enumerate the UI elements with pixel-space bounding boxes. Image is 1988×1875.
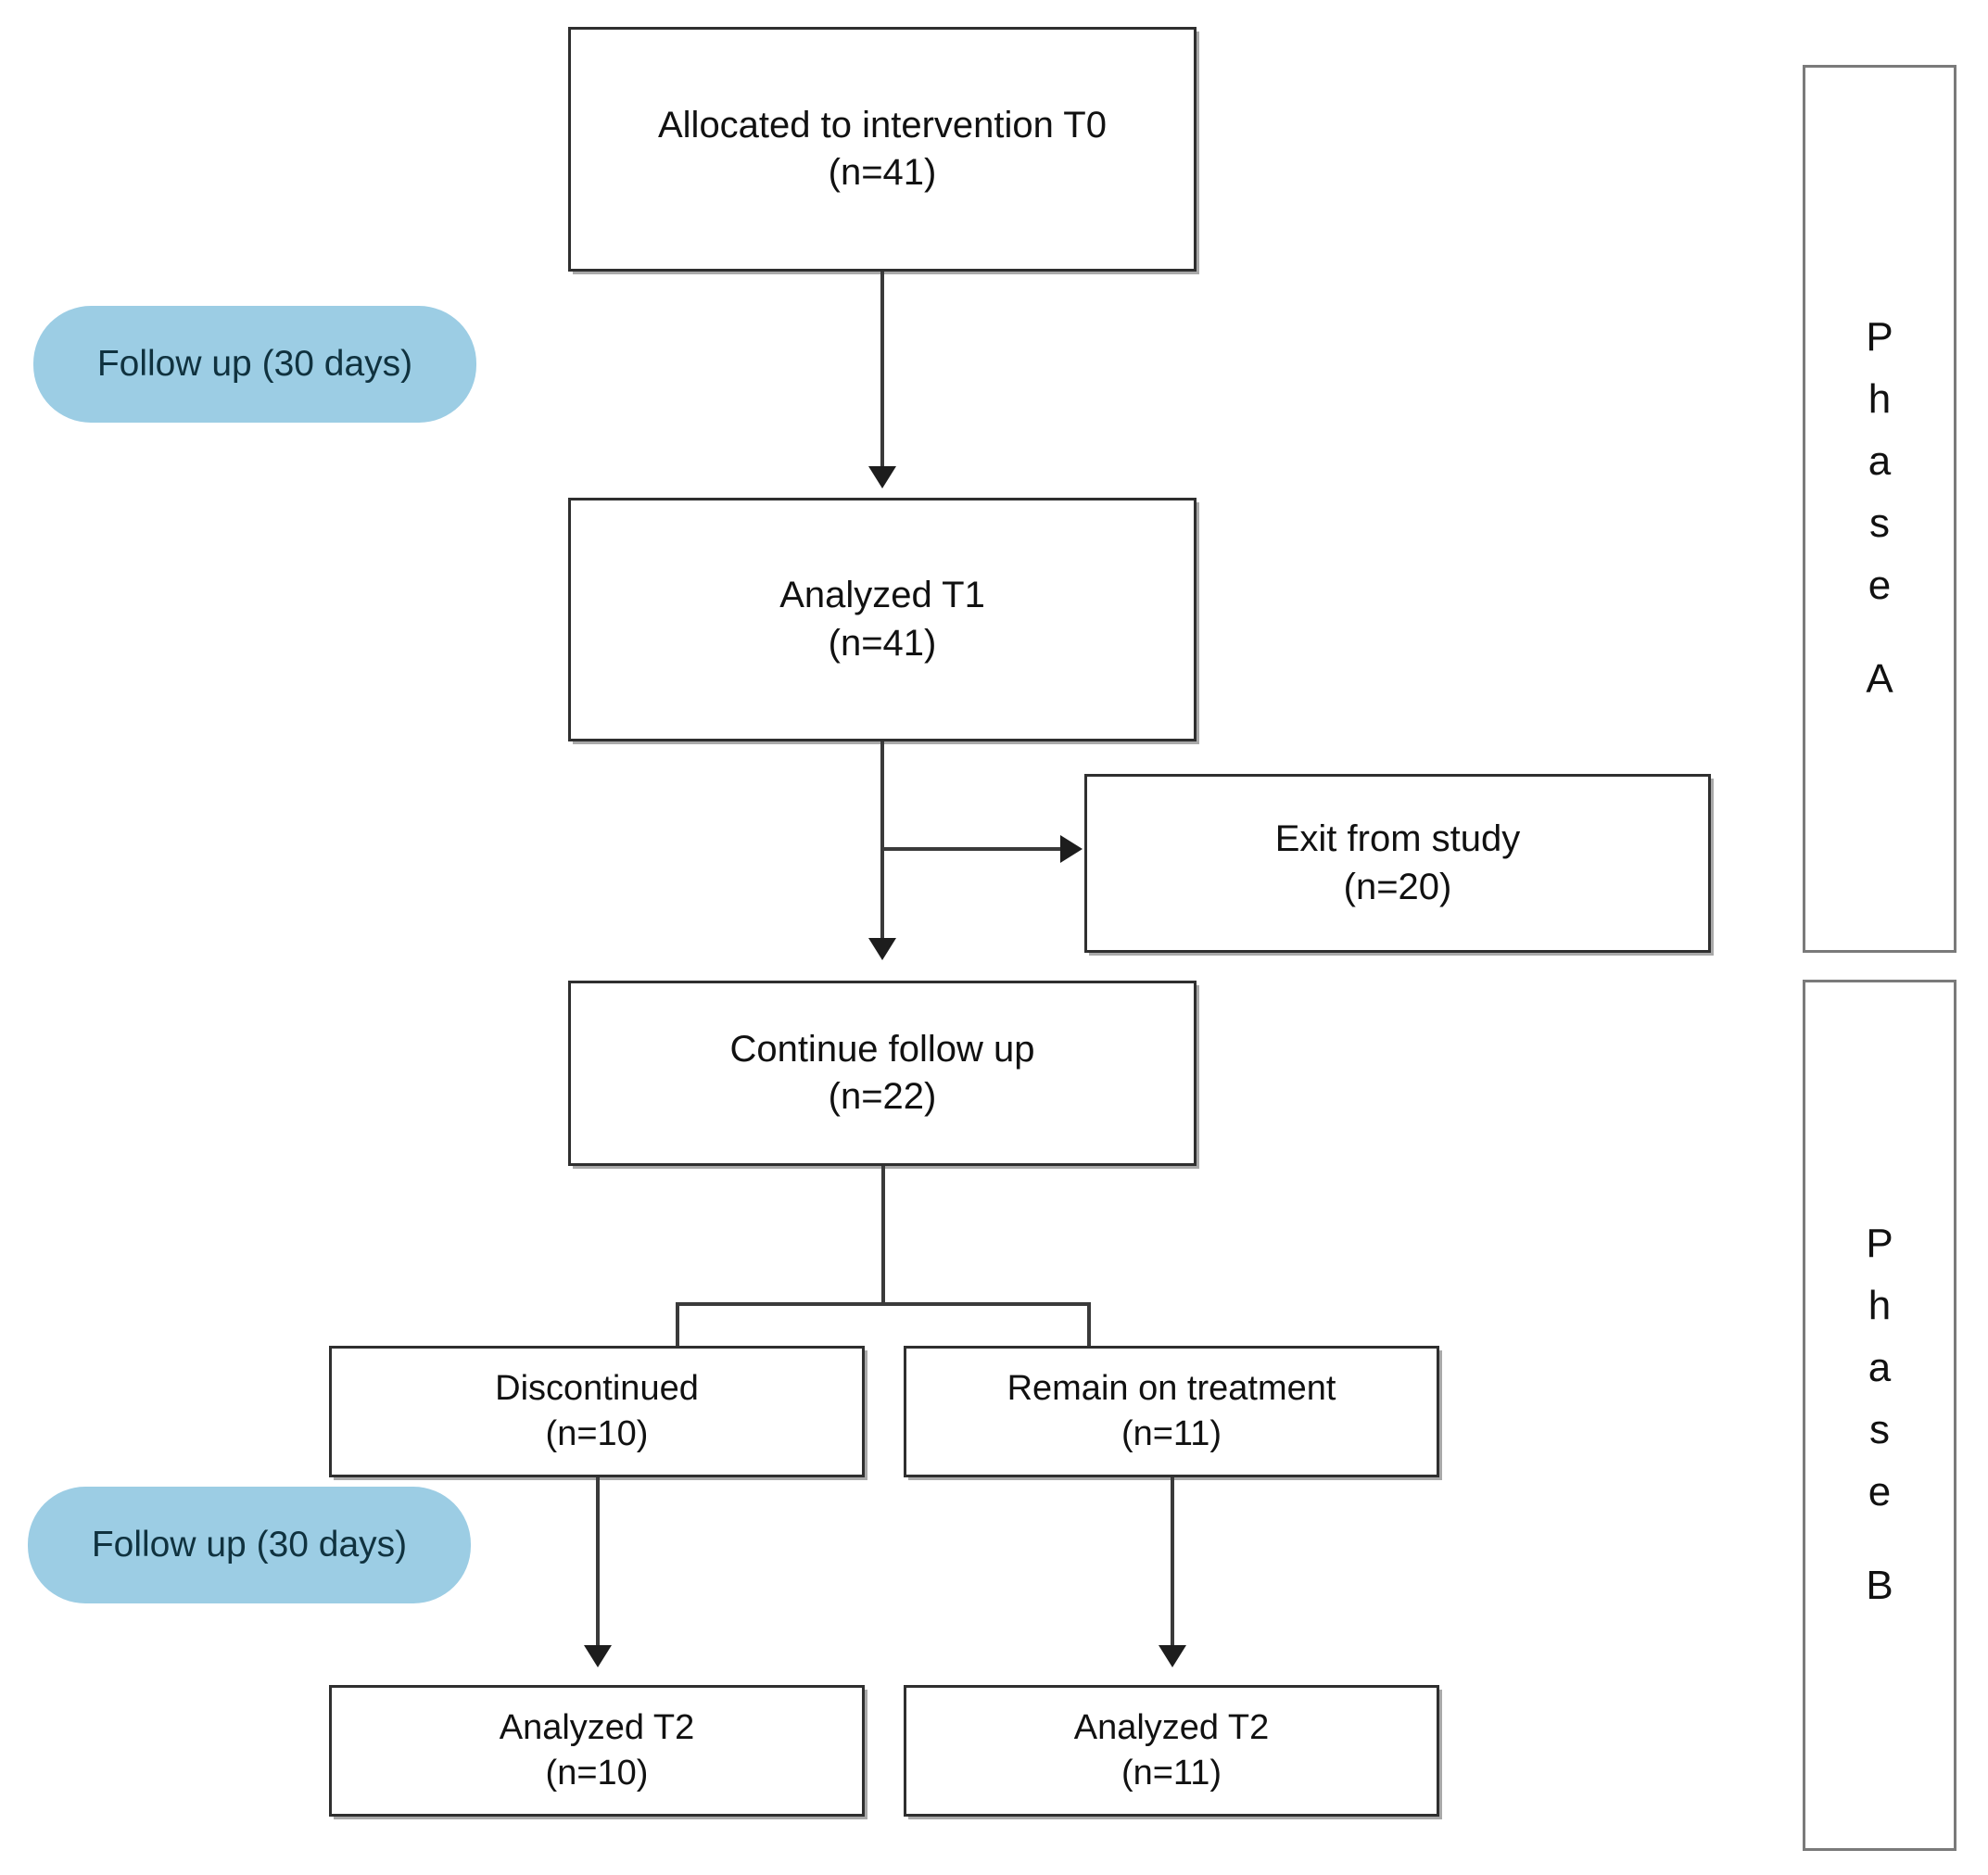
phase-b-letter-3: s: [1869, 1407, 1890, 1452]
node-continue-title: Continue follow up: [729, 1028, 1035, 1070]
node-analyzed-t1: Analyzed T1 (n=41): [568, 498, 1197, 741]
connector-split-left-drop: [676, 1302, 679, 1349]
connector-allocated-to-analyzed-t1: [880, 272, 884, 472]
arrowhead-analyzed-t1-to-continue: [868, 938, 896, 960]
node-discontinued-count: (n=10): [545, 1414, 649, 1453]
node-analyzed-t2-left: Analyzed T2 (n=10): [329, 1685, 865, 1817]
node-analyzed-t2-right-title: Analyzed T2: [1073, 1708, 1270, 1748]
connector-analyzed-t1-trunk: [880, 741, 884, 945]
node-exit-from-study: Exit from study (n=20): [1084, 774, 1711, 953]
phase-a-letter-1: h: [1868, 376, 1892, 423]
node-discontinued-title: Discontinued: [495, 1369, 699, 1409]
node-allocated-count: (n=41): [828, 152, 937, 193]
callout-follow-up-bottom: Follow up (30 days): [28, 1487, 471, 1603]
phase-a-letter-0: P: [1866, 314, 1893, 361]
connector-split-bar: [676, 1302, 1091, 1306]
node-continue-follow-up: Continue follow up (n=22): [568, 981, 1197, 1166]
callout-follow-up-top-label: Follow up (30 days): [96, 344, 413, 384]
node-analyzed-t1-title: Analyzed T1: [779, 575, 985, 616]
phase-b-letter-5: B: [1866, 1562, 1893, 1608]
node-allocated-to-intervention: Allocated to intervention T0 (n=41): [568, 27, 1197, 272]
node-analyzed-t2-right-count: (n=11): [1121, 1754, 1222, 1793]
callout-follow-up-top: Follow up (30 days): [33, 306, 476, 423]
node-analyzed-t2-left-title: Analyzed T2: [499, 1708, 695, 1748]
node-remain-title: Remain on treatment: [1007, 1369, 1336, 1409]
phase-a-letter-5: A: [1866, 655, 1893, 702]
phase-b-letter-4: e: [1868, 1468, 1892, 1514]
node-exit-count: (n=20): [1343, 866, 1452, 907]
arrowhead-trunk-to-exit: [1060, 835, 1083, 863]
node-continue-count: (n=22): [828, 1076, 937, 1117]
node-analyzed-t2-right: Analyzed T2 (n=11): [904, 1685, 1439, 1817]
phase-a-letter-2: a: [1868, 438, 1892, 485]
arrowhead-allocated-to-analyzed-t1: [868, 466, 896, 488]
phase-b-letter-1: h: [1868, 1283, 1892, 1329]
node-analyzed-t1-count: (n=41): [828, 622, 937, 664]
connector-discontinued-to-analyzed-t2: [596, 1477, 600, 1652]
arrowhead-discontinued-to-analyzed-t2: [584, 1645, 612, 1667]
arrowhead-remain-to-analyzed-t2: [1159, 1645, 1186, 1667]
connector-trunk-to-exit: [882, 847, 1064, 851]
phase-bar-a: P h a s e A: [1803, 65, 1956, 953]
connector-split-right-drop: [1087, 1302, 1091, 1349]
node-discontinued: Discontinued (n=10): [329, 1346, 865, 1477]
node-allocated-title: Allocated to intervention T0: [657, 104, 1107, 146]
callout-follow-up-bottom-label: Follow up (30 days): [91, 1525, 408, 1565]
phase-a-letter-3: s: [1869, 500, 1890, 546]
connector-continue-trunk: [881, 1166, 885, 1305]
node-remain-on-treatment: Remain on treatment (n=11): [904, 1346, 1439, 1477]
node-exit-title: Exit from study: [1274, 818, 1521, 860]
phase-bar-b: P h a s e B: [1803, 980, 1956, 1851]
phase-b-letter-2: a: [1868, 1345, 1892, 1391]
node-remain-count: (n=11): [1121, 1414, 1222, 1453]
node-analyzed-t2-left-count: (n=10): [545, 1754, 649, 1793]
connector-remain-to-analyzed-t2: [1171, 1477, 1174, 1652]
phase-a-letter-4: e: [1868, 562, 1892, 608]
phase-b-letter-0: P: [1866, 1221, 1893, 1267]
